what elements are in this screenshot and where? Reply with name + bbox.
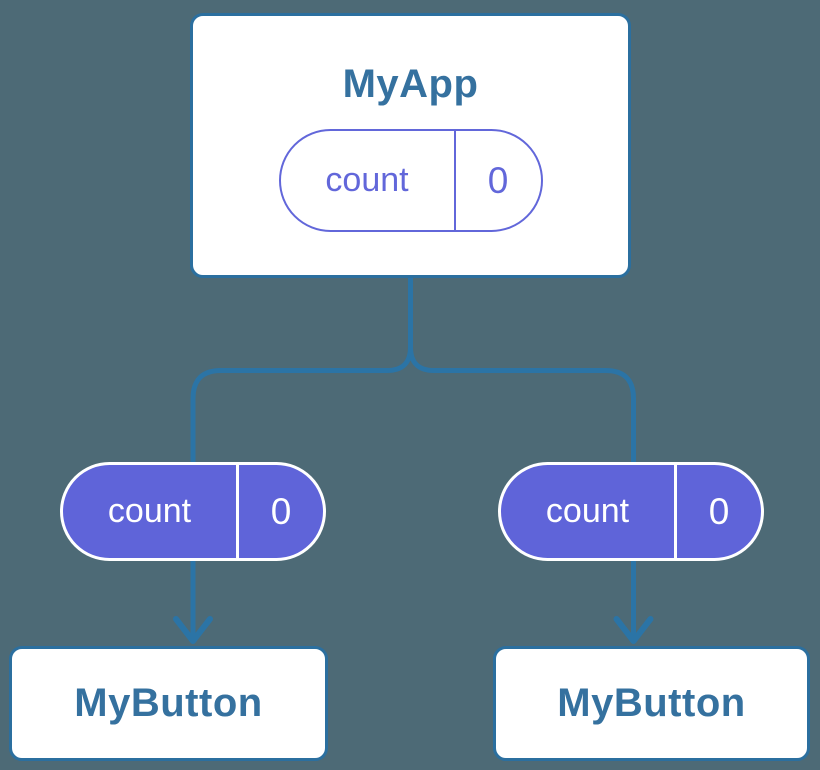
- node-myapp-title: MyApp: [342, 62, 479, 106]
- branch-line-left: [190, 276, 413, 465]
- state-pill-value: 0: [487, 159, 509, 201]
- prop-pill-right-label: count: [501, 465, 677, 558]
- node-myapp: MyApp count 0: [190, 13, 631, 278]
- state-pill-myapp: count 0: [278, 129, 543, 232]
- node-mybutton-right-title: MyButton: [557, 681, 746, 725]
- prop-pill-left: count 0: [60, 462, 326, 561]
- prop-pill-left-value: 0: [270, 490, 292, 532]
- branch-line-right: [408, 276, 636, 465]
- prop-pill-right: count 0: [498, 462, 764, 561]
- arrow-left-head: [173, 616, 213, 644]
- node-mybutton-left: MyButton: [9, 646, 328, 761]
- prop-pill-left-label: count: [63, 465, 239, 558]
- prop-pill-right-value: 0: [708, 490, 730, 532]
- state-pill-label: count: [281, 131, 456, 230]
- node-mybutton-right: MyButton: [493, 646, 810, 761]
- node-mybutton-left-title: MyButton: [74, 681, 263, 725]
- arrow-right-head: [613, 616, 654, 644]
